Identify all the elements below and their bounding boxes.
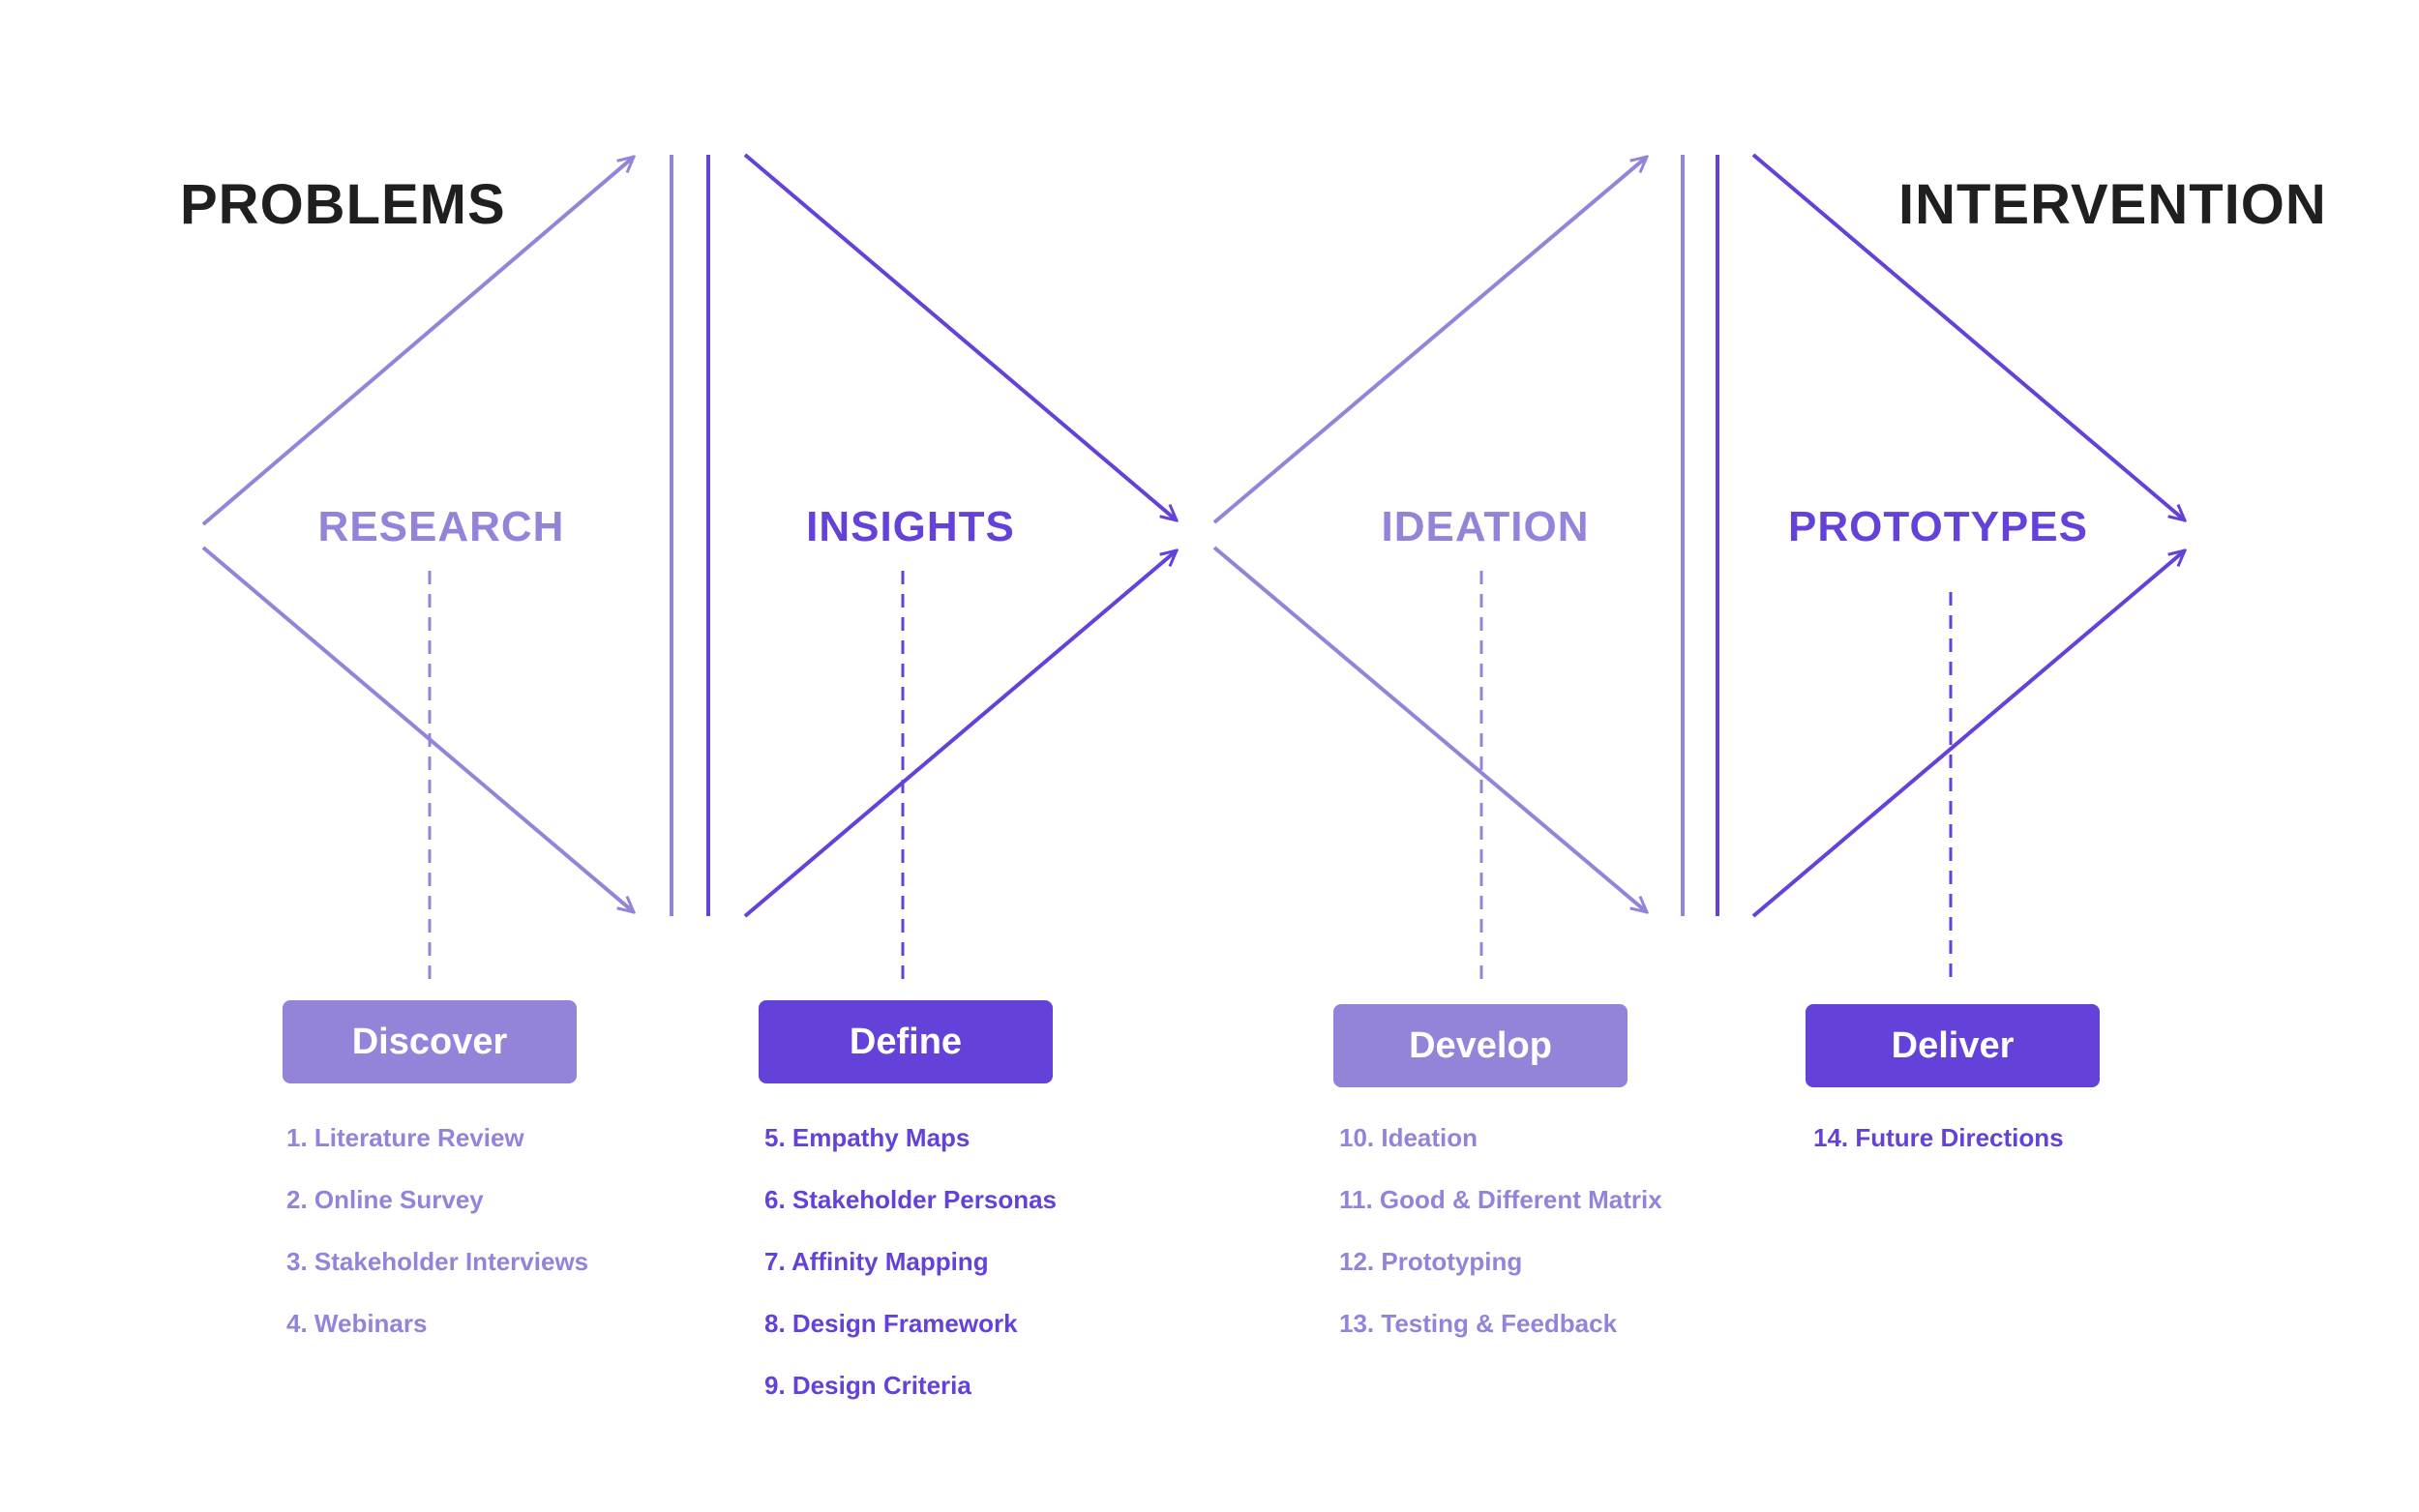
deliver-button[interactable]: Deliver xyxy=(1806,1004,2100,1087)
problems-title: PROBLEMS xyxy=(180,173,506,236)
list-item: 11. Good & Different Matrix xyxy=(1339,1185,1662,1214)
discover-button[interactable]: Discover xyxy=(283,1000,577,1083)
list-item: 7. Affinity Mapping xyxy=(764,1247,989,1276)
phase-label-research: RESEARCH xyxy=(317,503,565,550)
develop-method-list: 10. Ideation 11. Good & Different Matrix… xyxy=(1339,1122,1662,1370)
discover-method-list: 1. Literature Review 2. Online Survey 3.… xyxy=(286,1122,588,1370)
define-button[interactable]: Define xyxy=(759,1000,1053,1083)
discover-button-label: Discover xyxy=(351,1021,508,1062)
phase-label-prototypes: PROTOTYPES xyxy=(1788,503,2088,550)
list-item: 9. Design Criteria xyxy=(764,1371,971,1400)
list-item: 8. Design Framework xyxy=(764,1309,1018,1338)
list-item: 10. Ideation xyxy=(1339,1123,1478,1152)
insights-converge-upper-arrow xyxy=(743,153,1177,520)
deliver-method-list: 14. Future Directions xyxy=(1813,1122,2064,1184)
list-item: 2. Online Survey xyxy=(286,1185,484,1214)
prototypes-converge-lower-arrow xyxy=(1751,550,2185,918)
develop-button[interactable]: Develop xyxy=(1333,1004,1628,1087)
list-item: 3. Stakeholder Interviews xyxy=(286,1247,589,1276)
list-item: 14. Future Directions xyxy=(1813,1123,2064,1152)
list-item: 13. Testing & Feedback xyxy=(1339,1309,1618,1338)
phase-label-insights: INSIGHTS xyxy=(806,503,1015,550)
phase-label-ideation: IDEATION xyxy=(1381,503,1590,550)
list-item: 1. Literature Review xyxy=(286,1123,524,1152)
define-method-list: 5. Empathy Maps 6. Stakeholder Personas … xyxy=(764,1122,1057,1432)
research-diverge-upper-arrow xyxy=(201,157,634,526)
deliver-button-label: Deliver xyxy=(1891,1024,2015,1066)
insights-converge-lower-arrow xyxy=(743,550,1177,918)
ideation-diverge-lower-arrow xyxy=(1212,546,1647,912)
list-item: 4. Webinars xyxy=(286,1309,428,1338)
list-item: 5. Empathy Maps xyxy=(764,1123,971,1152)
research-diverge-lower-arrow xyxy=(201,546,634,912)
define-button-label: Define xyxy=(849,1021,963,1062)
list-item: 12. Prototyping xyxy=(1339,1247,1523,1276)
prototypes-converge-upper-arrow xyxy=(1751,153,2185,520)
intervention-title: INTERVENTION xyxy=(1898,173,2327,236)
develop-button-label: Develop xyxy=(1409,1024,1552,1066)
list-item: 6. Stakeholder Personas xyxy=(764,1185,1058,1214)
ideation-diverge-upper-arrow xyxy=(1212,157,1647,524)
